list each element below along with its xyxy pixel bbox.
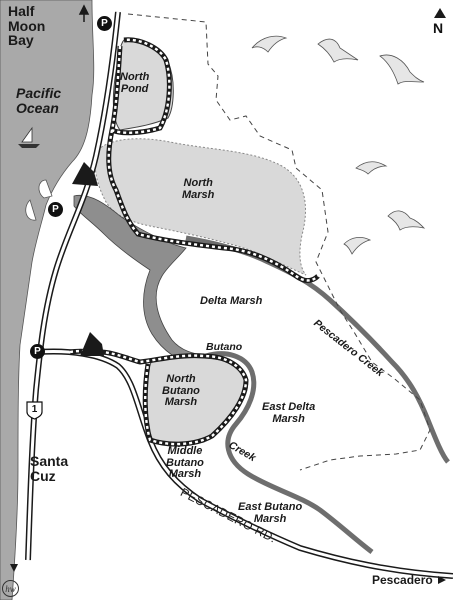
bird-icon — [317, 38, 359, 63]
bird-icon — [343, 236, 372, 255]
trailhead-north-icon — [72, 162, 98, 186]
arrow-south-icon — [10, 564, 18, 572]
highway-number: 1 — [31, 404, 38, 415]
north-arrow-icon — [434, 8, 446, 18]
north-label: N — [433, 20, 444, 36]
arrow-north-icon — [78, 4, 90, 22]
sailboat-icon — [18, 126, 40, 148]
bird-icon — [251, 35, 288, 53]
label-santa-cruz: Santa Cuz — [30, 453, 69, 484]
preserve-boundary — [127, 13, 431, 471]
north-marsh-area — [94, 138, 307, 276]
label-north-marsh: North Marsh — [182, 177, 215, 201]
label-east-delta-marsh: East Delta Marsh — [262, 401, 316, 425]
label-butano: Butano — [206, 341, 243, 353]
credit-logo: hw — [2, 580, 19, 597]
parking-icon: P — [30, 344, 45, 359]
birds — [251, 35, 426, 255]
bird-icon — [387, 210, 426, 231]
bird-icon — [355, 161, 388, 175]
trailhead-south-icon — [80, 332, 104, 356]
label-pacific-ocean: Pacific Ocean — [16, 85, 62, 116]
label-north-butano-marsh: North Butano Marsh — [162, 373, 200, 409]
arrow-east-icon — [438, 576, 446, 584]
bird-icon — [379, 54, 425, 85]
label-middle-butano-marsh: Middle Butano Marsh — [166, 445, 204, 481]
trails — [69, 37, 320, 447]
parking-icon: P — [48, 202, 63, 217]
pacific-ocean-area — [0, 0, 95, 600]
butano-creek — [205, 351, 374, 554]
label-east-butano-marsh: East Butano Marsh — [238, 501, 303, 525]
label-pescadero: Pescadero — [372, 573, 433, 587]
label-half-moon-bay: Half Moon Bay — [8, 3, 46, 49]
label-delta-marsh: Delta Marsh — [200, 295, 263, 307]
parking-icon: P — [97, 16, 112, 31]
label-north-pond: North Pond — [120, 71, 150, 95]
highway-1-shield-icon: 1 — [25, 400, 44, 420]
